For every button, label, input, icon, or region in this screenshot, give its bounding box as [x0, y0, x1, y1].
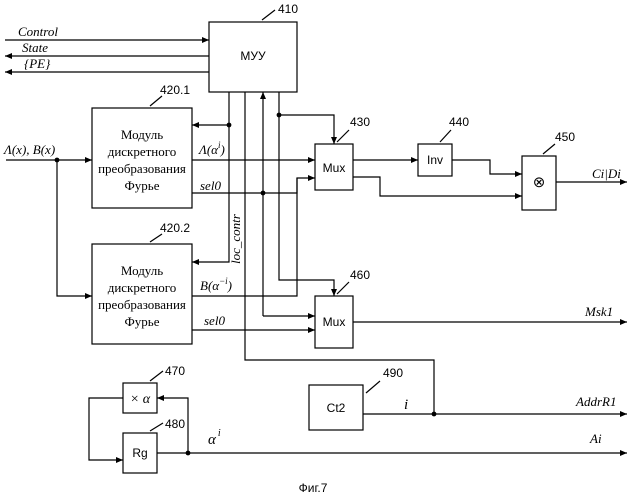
mult-number: 450	[555, 130, 575, 144]
rg-number: 480	[165, 417, 185, 431]
dft1-number: 420.1	[160, 83, 190, 97]
input-label: Λ(x), B(x)	[2, 142, 55, 157]
sel0-1-label: sel0	[200, 178, 221, 193]
rg-label: Rg	[132, 446, 147, 460]
dft2-line-2: дискретного	[108, 280, 177, 295]
figure-caption: Фиг.7	[299, 481, 328, 495]
cd-out-label: Ci|Di	[592, 166, 621, 181]
inv-number: 440	[449, 115, 469, 129]
dft2-line-1: Модуль	[121, 263, 163, 278]
muu-number: 410	[278, 2, 298, 16]
dft1-line-1: Модуль	[121, 127, 163, 142]
dft2-number: 420.2	[160, 221, 190, 235]
dft1-line-4: Фурье	[125, 178, 160, 193]
mul-alpha-label: × α	[130, 392, 151, 407]
dft1-line-3: преобразования	[98, 161, 186, 176]
mux2-number: 460	[350, 268, 370, 282]
mux2-label: Mux	[323, 315, 346, 329]
inv-label: Inv	[427, 153, 443, 167]
a-out-label: Ai	[589, 431, 602, 446]
sel0-2-label: sel0	[204, 313, 225, 328]
mul-alpha-number: 470	[165, 364, 185, 378]
loc-contr-label: loc_contr	[228, 213, 243, 264]
b-out-label: B(α−i)	[200, 276, 232, 293]
i-label: i	[404, 397, 408, 413]
state-label: State	[22, 40, 48, 55]
alpha-i-label: αi	[208, 428, 221, 448]
mux1-label: Mux	[323, 161, 346, 175]
mux1-number: 430	[350, 115, 370, 129]
dft2-line-4: Фурье	[125, 314, 160, 329]
dft1-line-2: дискретного	[108, 144, 177, 159]
lambda-out-label: Λ(αi)	[197, 140, 225, 157]
mult-label: ⊗	[533, 174, 546, 191]
addr-label: AddrR1	[575, 394, 616, 409]
ct2-number: 490	[383, 366, 403, 380]
muu-label: МУУ	[240, 49, 266, 63]
msk-label: Msk1	[584, 304, 613, 319]
control-label: Control	[18, 24, 58, 39]
pe-label: {PE}	[24, 56, 51, 71]
dft2-line-3: преобразования	[98, 297, 186, 312]
ct2-label: Ct2	[327, 401, 346, 415]
